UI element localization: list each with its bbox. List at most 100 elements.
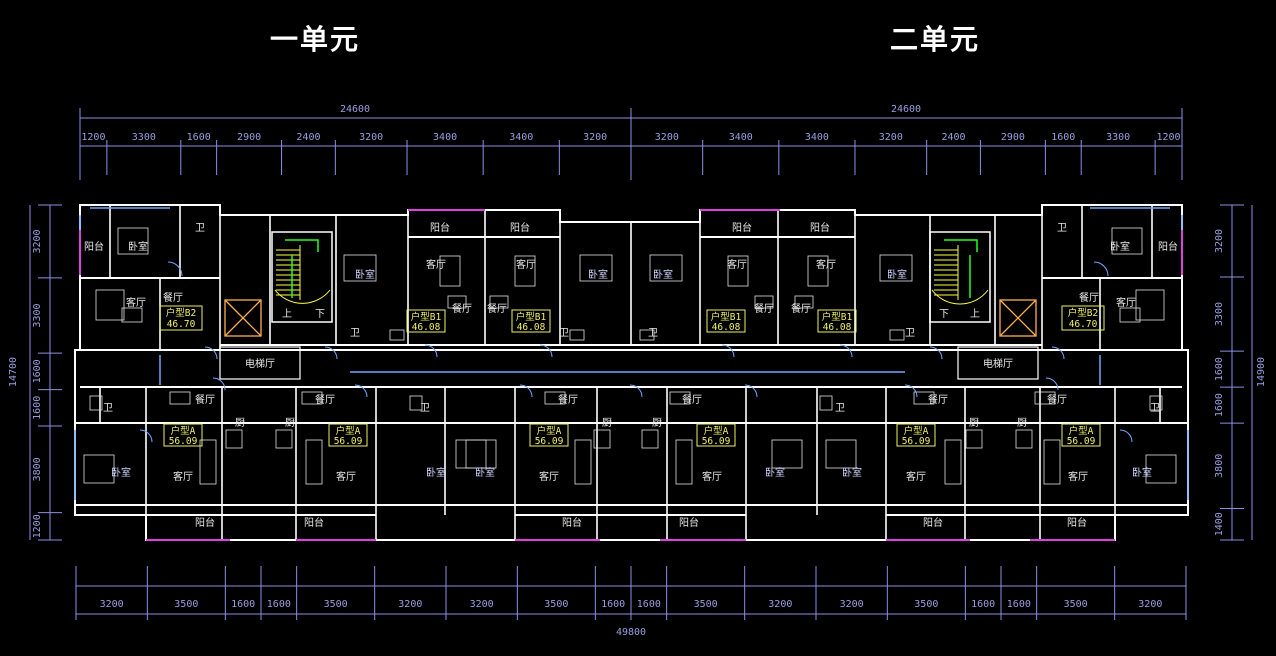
furniture-item [89,395,103,411]
living-label: 客厅 [816,258,836,271]
door-swing [1119,429,1133,443]
furniture-item [275,429,293,449]
door-swing [721,344,735,358]
bottom-dimension-label: 1600 [231,599,255,610]
furniture-item [1043,439,1061,485]
type-b2-label: 户型B2 [1068,307,1098,319]
furniture-item [301,391,323,405]
door-swing [929,346,943,360]
furniture-item [944,439,962,485]
living-label: 客厅 [1068,470,1088,483]
bath-label: 卫 [1150,403,1160,414]
type-a-area: 56.09 [169,436,198,447]
kitchen-label: 厨 [602,417,612,429]
bedroom-label: 卧室 [765,466,785,479]
furniture-item [1034,391,1056,405]
stair-left [271,231,333,323]
top-dimension-label: 1200 [81,132,105,143]
side-dimension-label: 1200 [32,514,43,538]
living-label: 客厅 [173,470,193,483]
type-a-label: 户型A [704,425,729,437]
dining-label: 餐厅 [1047,393,1067,406]
balcony-label: 阳台 [562,516,582,529]
furniture-item [389,329,405,341]
furniture-item [447,295,467,309]
side-dimension-labels: 3200330016001600380012003200330016001600… [32,229,1225,538]
top-dimension-label: 3400 [433,132,457,143]
furniture-item [465,439,497,469]
furniture-item [579,254,613,282]
type-b1-label: 户型B1 [411,311,442,323]
top-dimension-label: 1200 [1157,132,1181,143]
bedroom-label: 卧室 [1132,466,1152,479]
bath-label: 卫 [195,223,205,234]
balcony-label: 阳台 [430,221,450,234]
bottom-dimension-label: 1600 [601,599,625,610]
balcony-edges [79,209,1183,541]
dining-label: 餐厅 [452,302,472,315]
furniture-item [819,395,833,411]
balcony-label: 阳台 [304,516,324,529]
top-dimension-label: 3300 [132,132,156,143]
bottom-total: 49800 [616,627,646,638]
bath-label: 卫 [1057,223,1067,234]
door-swing [424,344,438,358]
furniture-item [1135,289,1165,321]
unit-2-title: 二单元 [890,23,981,56]
furniture-item [889,329,905,341]
top-dimension-label: 2400 [296,132,320,143]
furniture-item [771,439,803,469]
furniture-item [913,391,935,405]
unit-type-boxes [159,305,1105,447]
bottom-dimension-label: 3500 [544,599,568,610]
side-dimension-label: 3200 [32,229,43,253]
bedroom-label: 卧室 [653,268,673,281]
door-swing [539,344,553,358]
furniture-item [727,255,749,287]
stair-up-label: 上 [282,308,292,320]
furniture [83,227,1177,485]
kitchen-label: 厨 [285,417,295,429]
bottom-dimension-label: 3200 [840,599,864,610]
dining-label: 餐厅 [682,393,702,406]
furniture-item [825,439,857,469]
right-total: 14900 [1256,357,1267,387]
top-dimension-label: 3200 [583,132,607,143]
top-dimension-label: 2900 [237,132,261,143]
bath-label: 卫 [835,403,845,414]
stair-down-label: 下 [939,309,949,320]
living-label: 客厅 [336,470,356,483]
bottom-dimension-ticks [75,566,1187,620]
balcony-label: 阳台 [1067,516,1087,529]
bottom-dimension-label: 3200 [768,599,792,610]
top-dimension-label: 2400 [941,132,965,143]
dining-label: 餐厅 [163,291,183,304]
door-swing [139,429,153,443]
door-swing [519,384,533,398]
furniture-item [1149,395,1163,411]
kitchen-label: 厨 [1017,417,1027,429]
furniture-item [1145,454,1177,484]
bedroom-label: 卧室 [842,466,862,479]
type-a-label: 户型A [1069,425,1094,437]
furniture-item [807,255,829,287]
furniture-item [544,391,566,405]
top-dimension-label: 3400 [729,132,753,143]
top-dimension-label: 3200 [655,132,679,143]
furniture-item [199,439,217,485]
kitchen-label: 厨 [969,417,979,429]
bottom-dimension-label: 3500 [174,599,198,610]
bedroom-label: 卧室 [887,268,907,281]
stair-down-label: 下 [315,309,325,320]
type-b1-area: 46.08 [823,322,852,333]
furniture-item [593,429,611,449]
living-label: 客厅 [702,470,722,483]
bedroom-label: 卧室 [475,466,495,479]
bottom-dimension-label: 3200 [100,599,124,610]
bath-label: 卫 [103,403,113,414]
stair-up-label: 上 [970,308,980,320]
door-swing [212,377,226,391]
furniture-item [121,307,143,323]
door-swing [167,261,183,277]
